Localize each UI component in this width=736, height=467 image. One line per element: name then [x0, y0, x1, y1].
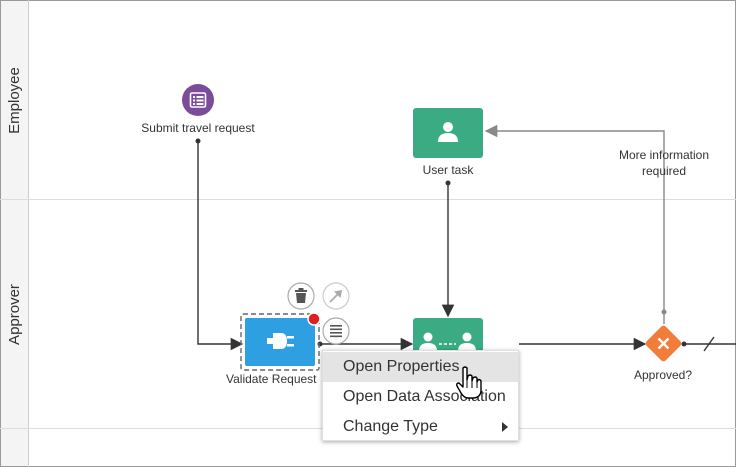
- approved-gateway-label: Approved?: [633, 368, 693, 382]
- default-flow-slash: [703, 336, 715, 352]
- flow-usertask-dot: [445, 180, 451, 186]
- menu-item-label: Change Type: [343, 418, 438, 435]
- user-task-node[interactable]: [413, 108, 483, 158]
- lane-header-column: [1, 1, 28, 466]
- plug-icon: [267, 333, 294, 349]
- hand-pointer-icon: [456, 366, 482, 399]
- lane-label-employee: Employee: [0, 1, 28, 199]
- lane-label-approver: Approver: [0, 200, 28, 428]
- more-info-flow-label: More information required: [600, 147, 728, 179]
- validate-request-label: Validate Request: [226, 372, 317, 386]
- x-cross-icon: [657, 337, 670, 350]
- trash-icon: [295, 288, 307, 303]
- more-info-label-line2: required: [641, 164, 687, 178]
- flow-validate-dot: [317, 341, 323, 347]
- menu-item-open-data-association[interactable]: Open Data Association: [323, 382, 518, 412]
- user-task-label: User task: [422, 163, 474, 177]
- delete-button[interactable]: [287, 282, 315, 310]
- flow-more-info-loop[interactable]: [484, 124, 665, 324]
- flow-loop-dot: [661, 309, 667, 315]
- submit-travel-request-label: Submit travel request: [141, 121, 255, 135]
- error-indicator-dot: [307, 312, 321, 326]
- arrow-diagonal-icon: [329, 290, 342, 303]
- approved-gateway[interactable]: [644, 324, 682, 362]
- flow-gateway-dot: [681, 341, 687, 347]
- flow-start-dot: [195, 138, 201, 144]
- people-icon: [419, 332, 476, 351]
- form-list-icon: [189, 92, 207, 108]
- hamburger-list-icon: [330, 325, 342, 338]
- context-menu: Open Properties Open Data Association Ch…: [322, 350, 519, 441]
- menu-item-change-type[interactable]: Change Type: [323, 412, 518, 442]
- lane-label-text: Employee: [5, 66, 23, 134]
- person-icon: [438, 122, 458, 142]
- submit-travel-request-event[interactable]: [182, 84, 214, 116]
- submenu-arrow-icon: [502, 422, 508, 432]
- validate-request-task[interactable]: [240, 313, 320, 371]
- more-info-label-line1: More information: [618, 148, 710, 162]
- connect-button[interactable]: [322, 282, 350, 310]
- flow-submit-to-validate[interactable]: [197, 141, 244, 351]
- menu-item-label: Open Properties: [343, 358, 460, 375]
- menu-item-open-properties[interactable]: Open Properties: [323, 352, 518, 382]
- lane-label-text: Approver: [5, 283, 23, 345]
- selection-outline: [240, 313, 320, 371]
- context-menu-button[interactable]: [322, 317, 350, 345]
